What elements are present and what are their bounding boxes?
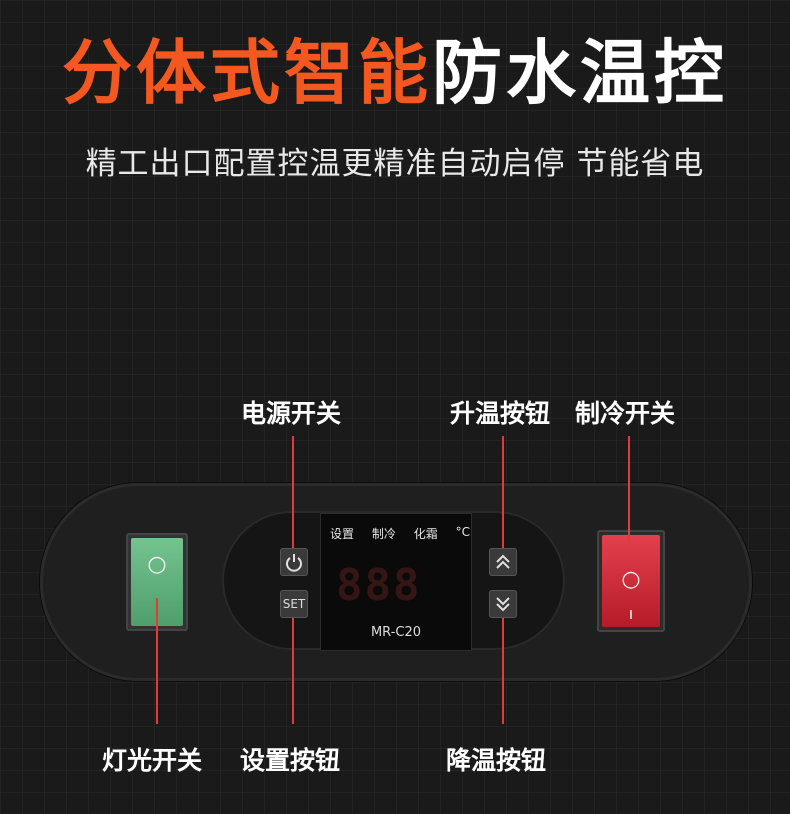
headline-orange: 分体式智能 bbox=[62, 32, 432, 114]
off-symbol-icon: ○ bbox=[621, 567, 641, 592]
on-symbol-icon: ı bbox=[628, 604, 634, 623]
pointer-line-set bbox=[292, 618, 294, 724]
power-icon bbox=[286, 554, 302, 572]
indicator-setting: 设置 bbox=[330, 527, 355, 541]
temp-up-button[interactable] bbox=[489, 548, 517, 576]
model-number: MR-C20 bbox=[370, 625, 422, 640]
label-temp-up: 升温按钮 bbox=[450, 399, 551, 428]
pointer-line-temp-up bbox=[502, 436, 504, 548]
cooling-switch-rocker: ○ ı bbox=[602, 535, 660, 627]
subtitle: 精工出口配置控温更精准自动启停 节能省电 bbox=[85, 146, 705, 182]
controller-display bbox=[320, 513, 472, 651]
chevron-down-icon bbox=[496, 597, 510, 612]
indicator-defrost: 化霜 bbox=[413, 527, 438, 541]
pointer-line-light bbox=[156, 598, 158, 724]
indicator-celsius: °C bbox=[455, 525, 470, 539]
display-indicators: 设置 制冷 化霜 °C bbox=[330, 525, 470, 542]
label-power-switch: 电源开关 bbox=[241, 399, 342, 428]
power-button[interactable] bbox=[280, 548, 308, 576]
display-digits: 888 bbox=[336, 560, 422, 611]
pointer-line-cooling bbox=[628, 436, 630, 546]
pointer-line-temp-down bbox=[502, 618, 504, 724]
off-symbol-icon: ○ bbox=[147, 552, 167, 577]
temp-down-button[interactable] bbox=[489, 590, 517, 618]
cooling-switch[interactable]: ○ ı bbox=[597, 530, 665, 632]
chevron-up-icon bbox=[496, 554, 510, 569]
label-temp-down: 降温按钮 bbox=[446, 746, 547, 775]
set-button[interactable]: SET bbox=[280, 590, 308, 618]
indicator-cooling: 制冷 bbox=[371, 527, 396, 541]
headline: 分体式智能防水温控 bbox=[0, 28, 790, 118]
label-set-button: 设置按钮 bbox=[240, 746, 341, 775]
label-cooling-switch: 制冷开关 bbox=[575, 399, 676, 428]
headline-white: 防水温控 bbox=[432, 32, 728, 114]
label-light-switch: 灯光开关 bbox=[102, 746, 203, 775]
pointer-line-power bbox=[292, 436, 294, 548]
